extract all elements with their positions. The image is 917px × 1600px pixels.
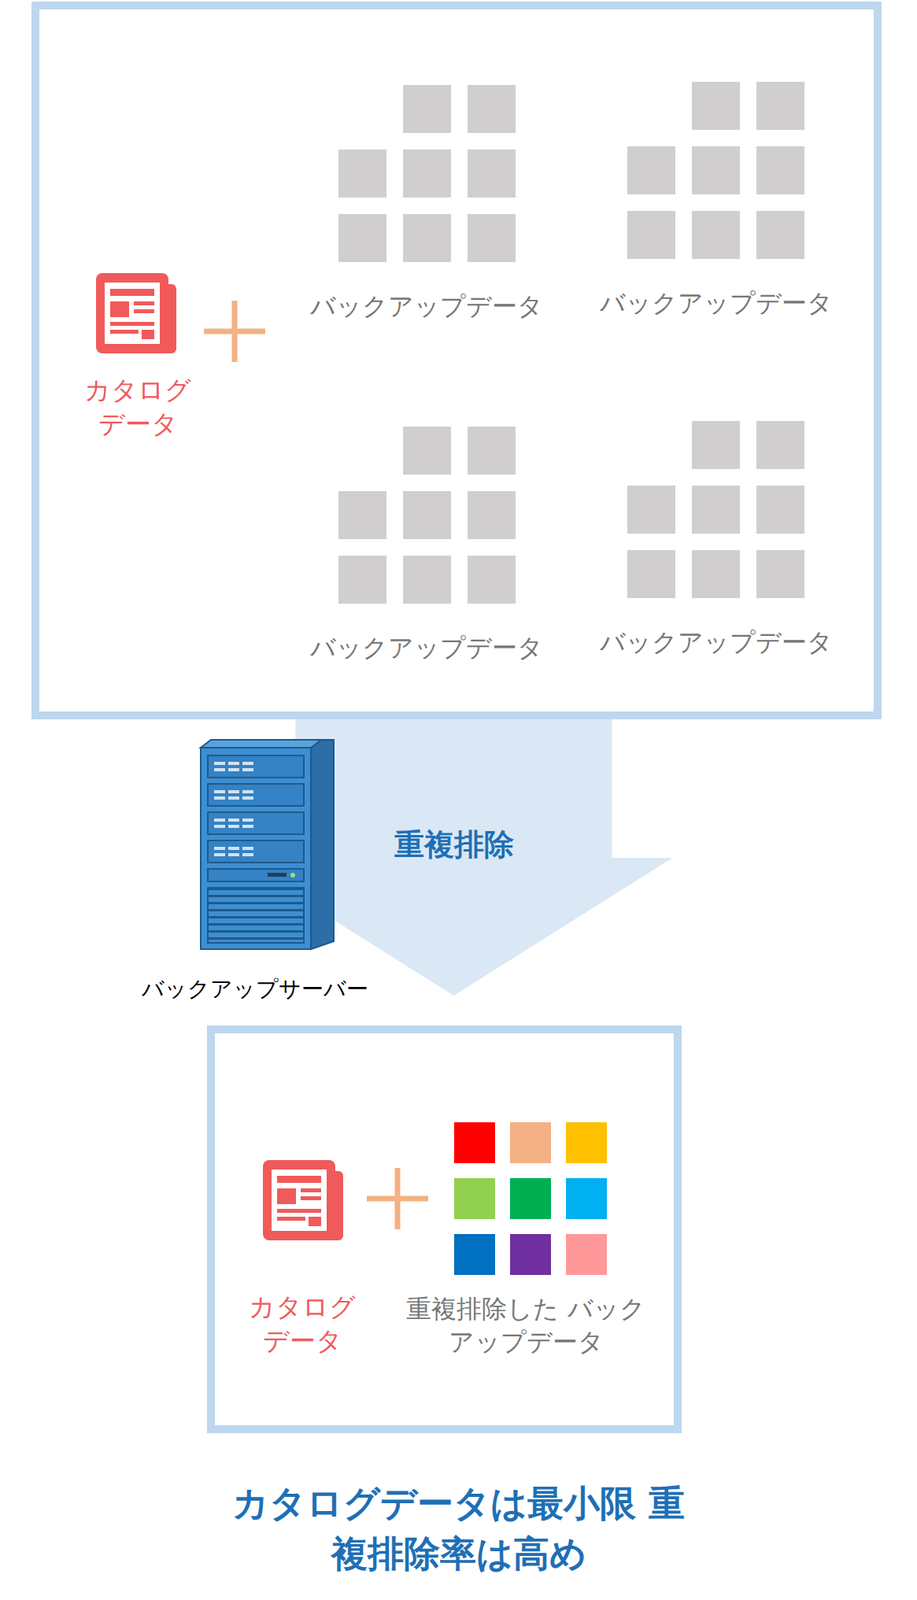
data-block-group: バックアップデータ xyxy=(300,426,553,679)
server-tower xyxy=(200,739,334,950)
backup-blocks xyxy=(627,81,805,259)
catalog-icon xyxy=(96,273,177,354)
caption: カタログデータは最小限 重複排除率は高め xyxy=(222,1478,696,1580)
server-label: バックアップサーバー xyxy=(141,974,369,1005)
catalog-icon xyxy=(262,1160,344,1241)
catalog-label: カタログ データ xyxy=(78,373,197,442)
storage-panel: カタログ データ重複排除した バックアップデータ xyxy=(207,1025,682,1434)
data-block-group: バックアップデータ xyxy=(590,421,843,673)
backup-blocks xyxy=(627,421,805,599)
data-block-group: バックアップデータ xyxy=(590,81,843,334)
data-label: 重複排除した バックアップデータ xyxy=(395,1293,656,1359)
backup-blocks xyxy=(338,85,516,263)
data-label: バックアップデータ xyxy=(300,632,553,666)
data-block-group: 重複排除した バックアップデータ xyxy=(395,1122,656,1375)
plus-sign xyxy=(366,1168,429,1230)
data-label: バックアップデータ xyxy=(300,290,553,324)
data-label: バックアップデータ xyxy=(590,626,843,660)
data-label: バックアップデータ xyxy=(590,287,843,321)
data-block-group: バックアップデータ xyxy=(300,85,553,337)
arrow-label: 重複排除 xyxy=(389,824,519,866)
catalog-label: カタログ データ xyxy=(243,1290,362,1359)
storage-panel: カタログ データバックアップデータバックアップデータバックアップデータバックアッ… xyxy=(31,1,882,720)
backup-blocks xyxy=(338,426,516,604)
deduplicated-blocks xyxy=(454,1122,607,1276)
plus-sign xyxy=(203,300,266,363)
